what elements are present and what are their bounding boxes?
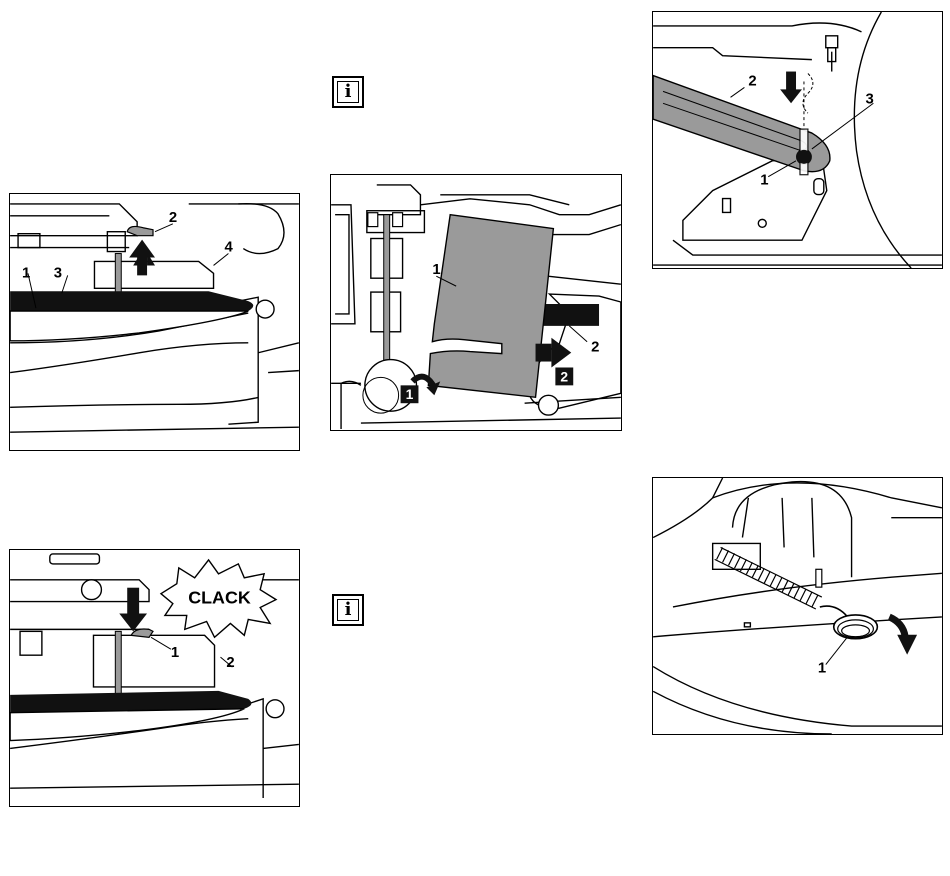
figure-lever-clack: CLACK 1 2: [9, 549, 300, 807]
step-2: 2: [560, 368, 568, 384]
info-icon: i: [332, 76, 364, 108]
label-1: 1: [818, 660, 826, 676]
figure-gauge-plate: 1 2 1 2: [330, 174, 622, 431]
label-1: 1: [432, 262, 440, 278]
label-4: 4: [224, 240, 233, 256]
step-1: 1: [406, 386, 414, 402]
label-2: 2: [169, 210, 177, 226]
figure-spring-hook-drawing: 1: [653, 478, 942, 734]
label-1: 1: [22, 265, 30, 281]
figure-pin-bar-drawing: 1 2 3: [653, 12, 942, 268]
label-2: 2: [226, 655, 234, 671]
figure-gauge-plate-drawing: 1 2 1 2: [331, 175, 621, 430]
figure-lift-lever-drawing: 1 2 3 4: [10, 194, 299, 450]
figure-spring-hook: 1: [652, 477, 943, 735]
info-icon-glyph: i: [337, 599, 359, 621]
clack-sound-text: CLACK: [188, 588, 251, 608]
figure-lift-lever: 1 2 3 4: [9, 193, 300, 451]
label-3: 3: [865, 91, 873, 107]
label-3: 3: [54, 265, 62, 281]
label-1: 1: [760, 173, 768, 189]
figure-pin-bar: 1 2 3: [652, 11, 943, 269]
info-icon-glyph: i: [337, 81, 359, 103]
label-2: 2: [748, 73, 756, 89]
figure-lever-clack-drawing: CLACK 1 2: [10, 550, 299, 806]
label-1: 1: [171, 645, 179, 661]
label-2: 2: [591, 340, 599, 356]
spring-coils: [715, 547, 822, 609]
info-icon-second: i: [332, 594, 364, 626]
